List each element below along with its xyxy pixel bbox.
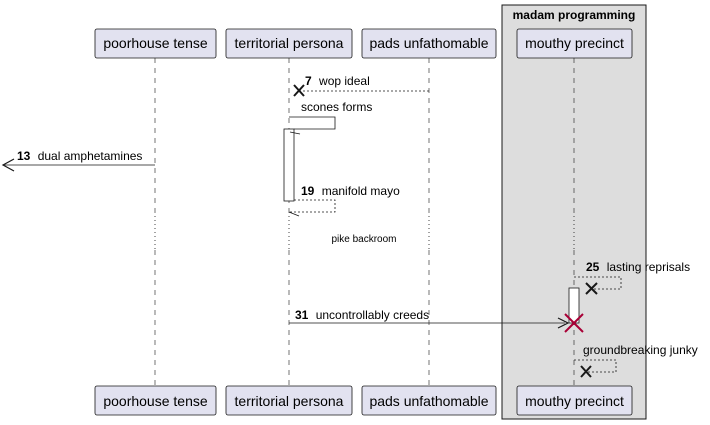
destroy-icon — [585, 282, 598, 295]
delay-label: pike backroom — [331, 234, 396, 245]
participant-label: mouthy precinct — [525, 393, 624, 409]
group-box-label: madam programming — [513, 8, 636, 22]
participant-label: territorial persona — [235, 35, 344, 51]
activation-bar-mouthy-precinct — [568, 287, 580, 324]
message-groundbreaking-junky: groundbreaking junky — [574, 343, 698, 378]
message-label: lasting reprisals — [607, 260, 690, 274]
message-7: 7 wop ideal — [293, 74, 429, 97]
message-label: uncontrollably creeds — [316, 308, 429, 322]
participant-poorhouse-tense-top[interactable]: poorhouse tense — [94, 28, 217, 59]
message-number: 31 — [295, 308, 309, 322]
message-number: 7 — [305, 74, 312, 88]
message-25: 25 lasting reprisals — [574, 260, 690, 295]
participant-label: pads unfathomable — [369, 393, 488, 409]
arrow-head-icon — [1, 158, 15, 172]
message-number: 13 — [17, 149, 31, 163]
svg-text:31 uncontrollably creeds: 31 uncontrollably creeds — [295, 308, 429, 322]
participant-pads-unfathomable-top[interactable]: pads unfathomable — [361, 28, 497, 59]
participant-label: territorial persona — [235, 393, 344, 409]
message-scones-forms: scones forms — [289, 100, 372, 135]
message-label: scones forms — [301, 100, 372, 114]
participant-territorial-persona-bottom[interactable]: territorial persona — [225, 385, 353, 416]
destroy-icon — [564, 313, 584, 333]
participant-territorial-persona-top[interactable]: territorial persona — [225, 28, 353, 59]
participant-mouthy-precinct-top[interactable]: mouthy precinct — [516, 28, 633, 59]
message-13: 13 dual amphetamines — [1, 149, 155, 172]
participant-pads-unfathomable-bottom[interactable]: pads unfathomable — [361, 385, 497, 416]
delay-segments — [154, 216, 575, 250]
participant-poorhouse-tense-bottom[interactable]: poorhouse tense — [94, 385, 217, 416]
svg-text:13 dual amphetamines: 13 dual amphetamines — [17, 149, 142, 163]
destroy-icon — [293, 84, 305, 97]
participant-label: mouthy precinct — [525, 35, 624, 51]
arrow-head-icon — [557, 317, 570, 329]
destroy-icon — [580, 365, 592, 378]
message-19: 19 manifold mayo — [288, 184, 400, 217]
message-label: wop ideal — [318, 74, 370, 88]
participant-label: poorhouse tense — [103, 35, 208, 51]
svg-text:25 lasting reprisals: 25 lasting reprisals — [586, 260, 690, 274]
message-label: groundbreaking junky — [583, 343, 698, 357]
svg-text:19 manifold mayo: 19 manifold mayo — [301, 184, 400, 198]
participant-mouthy-precinct-bottom[interactable]: mouthy precinct — [516, 385, 633, 416]
message-number: 25 — [586, 260, 600, 274]
message-label: manifold mayo — [322, 184, 400, 198]
participant-label: poorhouse tense — [103, 393, 208, 409]
message-number: 19 — [301, 184, 315, 198]
message-label: dual amphetamines — [38, 149, 143, 163]
message-31: 31 uncontrollably creeds — [289, 308, 584, 333]
svg-text:7 wop ideal: 7 wop ideal — [305, 74, 370, 88]
activation-bar-territorial-persona — [283, 128, 295, 202]
participant-label: pads unfathomable — [369, 35, 488, 51]
